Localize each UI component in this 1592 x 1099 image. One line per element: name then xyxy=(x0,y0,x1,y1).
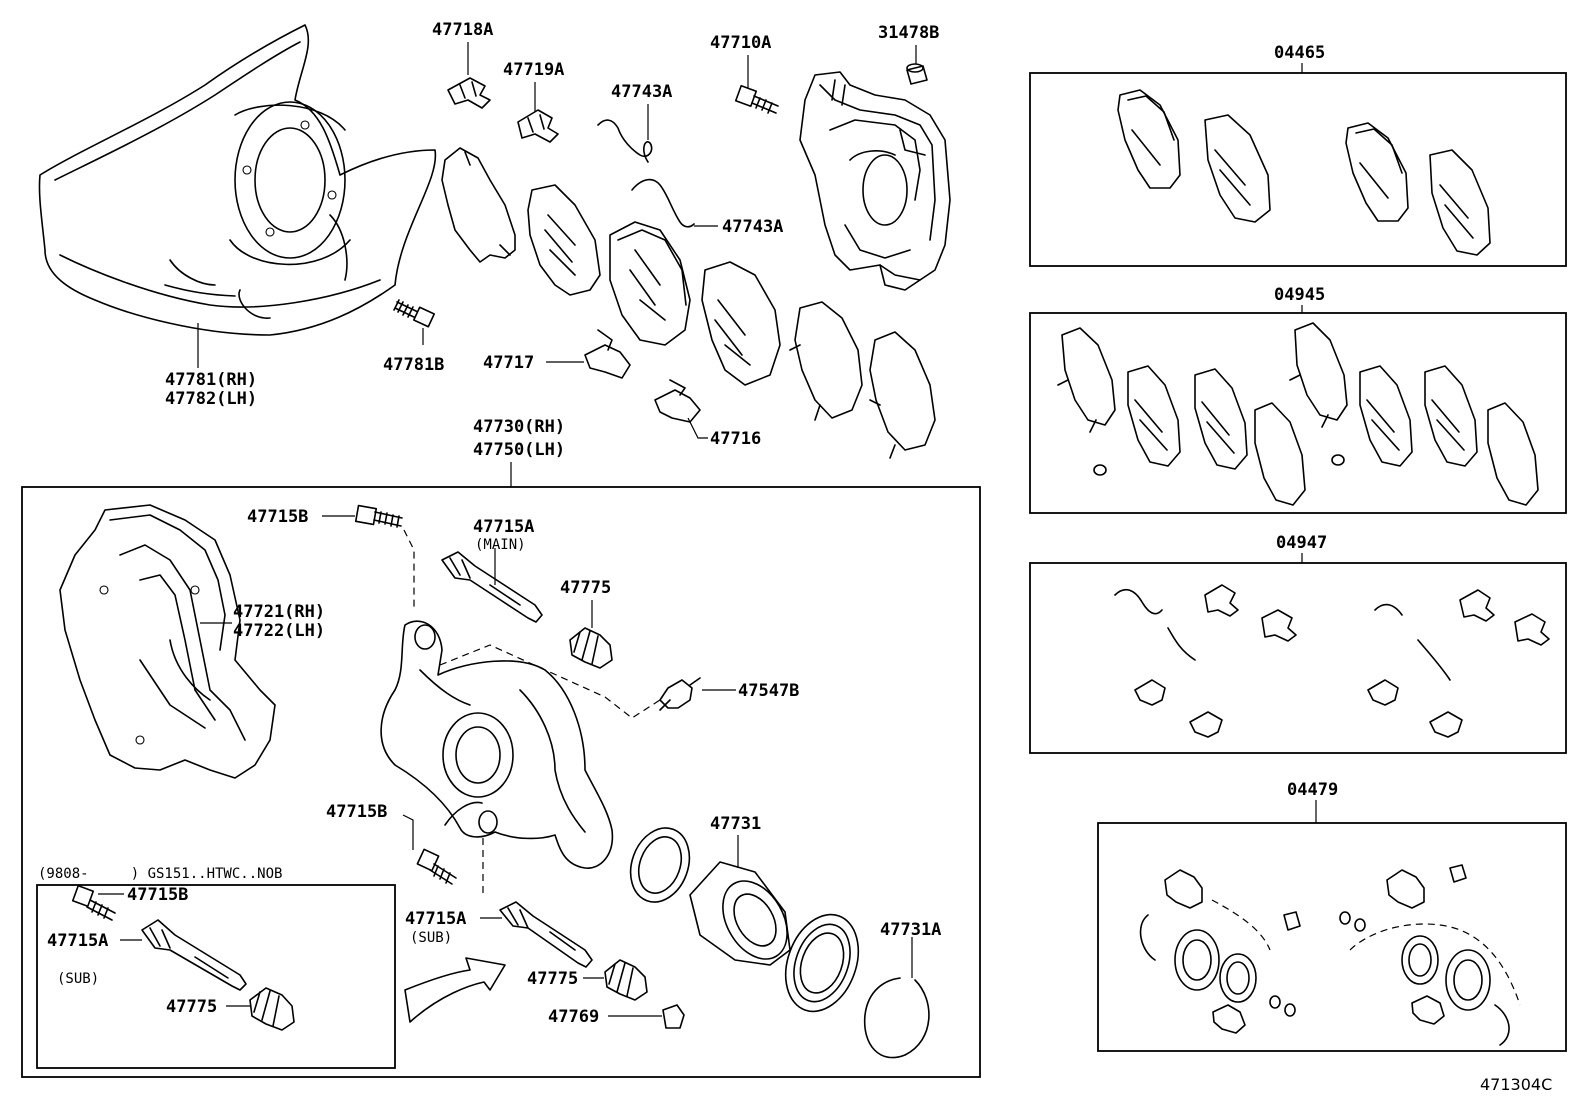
label-47722: 47722(LH) xyxy=(233,621,325,641)
kit-04945-box xyxy=(1029,312,1567,514)
boot-47775-top xyxy=(569,627,613,669)
inset-bolt-47715B xyxy=(71,884,116,921)
kit-04465-pads xyxy=(1117,89,1491,256)
label-inset-47715B: 47715B xyxy=(127,885,188,905)
label-47731: 47731 xyxy=(710,814,761,834)
label-47750: 47750(LH) xyxy=(473,440,565,460)
label-inset-47775: 47775 xyxy=(166,997,217,1017)
label-47781: 47781(RH) xyxy=(165,370,257,390)
label-kit-04947: 04947 xyxy=(1276,533,1327,553)
anti-squeal-spring-top xyxy=(597,119,653,163)
label-47715B-mid: 47715B xyxy=(326,802,387,822)
label-47717: 47717 xyxy=(483,353,534,373)
cylinder-boot xyxy=(784,913,860,1013)
shim-outer-2 xyxy=(789,301,863,421)
clip-47717 xyxy=(584,329,631,379)
clip-47719A xyxy=(517,109,559,143)
bleeder-47547B xyxy=(659,677,701,711)
label-47715A-main: 47715A xyxy=(473,517,534,537)
arrow-icon xyxy=(404,957,506,1023)
label-47731A: 47731A xyxy=(880,920,941,940)
clip-47716 xyxy=(654,379,701,423)
shim-inner-2 xyxy=(869,331,936,459)
label-47710A: 47710A xyxy=(710,33,771,53)
kit-04947-box xyxy=(1029,562,1567,754)
label-47775-mid: 47775 xyxy=(527,969,578,989)
bolt-47715B-top xyxy=(354,504,403,528)
label-47716: 47716 xyxy=(710,429,761,449)
caliper-assembly-box xyxy=(21,486,981,1078)
bolt-47715B-mid xyxy=(416,848,457,885)
label-31478B: 31478B xyxy=(878,23,939,43)
label-47721: 47721(RH) xyxy=(233,602,325,622)
label-47781B: 47781B xyxy=(383,355,444,375)
caliper-cylinder xyxy=(380,620,614,869)
label-sub: (SUB) xyxy=(410,930,452,946)
label-47715A-sub: 47715A xyxy=(405,909,466,929)
caliper-bracket xyxy=(59,504,276,779)
label-47782: 47782(LH) xyxy=(165,389,257,409)
label-47719A: 47719A xyxy=(503,60,564,80)
anti-squeal-spring-mid xyxy=(631,178,695,228)
piston xyxy=(689,861,791,966)
figure-code: 471304C xyxy=(1480,1075,1552,1094)
label-47730: 47730(RH) xyxy=(473,417,565,437)
bolt-47781B xyxy=(393,299,436,328)
label-47547B: 47547B xyxy=(738,681,799,701)
label-47775-top: 47775 xyxy=(560,578,611,598)
label-date-note: (9808- ) GS151..HTWC..NOB xyxy=(38,866,282,882)
inset-boot-47775 xyxy=(249,987,295,1031)
bolt-47710A xyxy=(734,84,779,114)
retaining-ring xyxy=(863,977,930,1059)
dust-shield-part xyxy=(38,24,437,336)
label-kit-04479: 04479 xyxy=(1287,780,1338,800)
clip-47718A xyxy=(447,77,491,109)
brake-pad-outer xyxy=(701,261,781,386)
label-47769: 47769 xyxy=(548,1007,599,1027)
inset-guide-pin xyxy=(141,919,247,991)
label-47718A: 47718A xyxy=(432,20,493,40)
inset-box xyxy=(36,884,396,1069)
label-kit-04465: 04465 xyxy=(1274,43,1325,63)
shim-inner-1 xyxy=(527,184,601,296)
cap-31478B xyxy=(906,63,928,85)
kit-04479-seals xyxy=(1139,864,1521,1046)
kit-04479-box xyxy=(1097,822,1567,1052)
kit-04947-hardware xyxy=(1114,584,1550,738)
guide-pin-sub xyxy=(499,901,593,968)
caliper-top-right xyxy=(799,71,951,291)
piston-seal xyxy=(629,827,691,903)
label-47743A-top: 47743A xyxy=(611,82,672,102)
shim-outer-1 xyxy=(441,147,516,263)
kit-04945-shims xyxy=(1057,322,1539,506)
brake-pad-inner xyxy=(609,221,691,346)
guide-pin-main xyxy=(441,551,543,623)
kit-04465-box xyxy=(1029,72,1567,267)
cap-47769 xyxy=(662,1004,685,1029)
label-inset-sub: (SUB) xyxy=(57,971,99,987)
label-47743A-mid: 47743A xyxy=(722,217,783,237)
boot-47775-mid xyxy=(604,959,648,1001)
label-main: (MAIN) xyxy=(475,537,526,553)
label-47715B-top: 47715B xyxy=(247,507,308,527)
label-kit-04945: 04945 xyxy=(1274,285,1325,305)
label-inset-47715A: 47715A xyxy=(47,931,108,951)
